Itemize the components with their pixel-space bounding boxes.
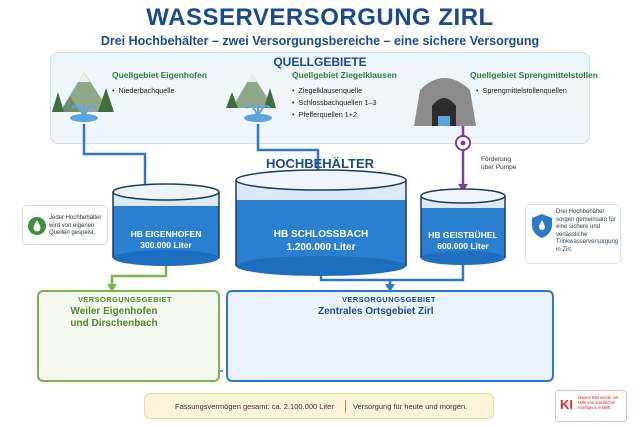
ai-note: Dieses Bild wurde mit Hilfe von künstlic… <box>578 395 619 410</box>
supply-zone-left <box>37 290 220 382</box>
supply-zone-right <box>226 290 554 382</box>
pump-label: Förderung über Pumpe <box>481 156 517 171</box>
capacity-text: Fassungsvermögen gesamt: ca. 2.100.000 L… <box>175 402 334 411</box>
tank-label-schlossbach: HB SCHLOSSBACH 1.200.000 Liter <box>236 228 406 254</box>
tank-volume: 1.200.000 Liter <box>286 242 356 253</box>
pump-icon <box>455 135 471 151</box>
zone-caption-right: VERSORGUNGSGEBIET <box>342 295 436 304</box>
cave-tunnel-icon <box>414 78 476 126</box>
spring-fountain-icon <box>70 104 98 122</box>
note-right-text: Drei Hochbehälter sorgen gemeinsam für e… <box>556 209 619 253</box>
source-name-ziegelklausen: Quellgebiet Ziegelklausen <box>292 70 397 80</box>
page-subtitle: Drei Hochbehälter – zwei Versorgungsbere… <box>100 34 540 48</box>
divider <box>345 400 346 413</box>
tank-name: HB SCHLOSSBACH <box>273 229 369 240</box>
list-item: Pfefferquellen 1+2 <box>292 109 376 121</box>
list-item: Schlossbachquellen 1–3 <box>292 97 377 109</box>
zone-name-left: Weiler Eigenhofen und Dirschenbach <box>70 306 158 329</box>
ai-mark: KI <box>560 397 573 412</box>
tank-name: HB EIGENHOFEN <box>130 229 202 239</box>
tank-schlossbach <box>235 169 407 276</box>
mountain-icon <box>226 74 276 108</box>
tank-label-eigenhofen: HB EIGENHOFEN 300.000 Liter <box>113 229 219 251</box>
tank-label-geistbuehel: HB GEISTBÜHEL 600.000 Liter <box>421 230 505 252</box>
source-name-sprengmittelstollen: Quellgebiet Sprengmittelstollen <box>470 70 598 80</box>
mountain-icon <box>52 72 114 112</box>
tagline-text: Versorgung für heute und morgen. <box>353 402 468 411</box>
source-name-eigenhofen: Quellgebiet Eigenhofen <box>112 70 207 80</box>
zone-caption-left: VERSORGUNGSGEBIET <box>78 295 172 304</box>
tank-volume: 300.000 Liter <box>140 240 192 250</box>
ai-disclosure-badge: KI Dieses Bild wurde mit Hilfe von künst… <box>555 390 627 422</box>
source-list-sprengmittelstollen: Sprengmittelstollenquellen <box>476 85 567 97</box>
page-title: WASSERVERSORGUNG ZIRL <box>146 4 494 31</box>
spring-fountain-icon <box>244 104 272 122</box>
note-left: Jeder Hochbehälter wird von eigenen Quel… <box>22 205 108 245</box>
shield-drop-icon <box>532 214 552 238</box>
tank-name: HB GEISTBÜHEL <box>428 230 498 240</box>
note-left-text: Jeder Hochbehälter wird von eigenen Quel… <box>49 215 102 236</box>
zone-name-right: Zentrales Ortsgebiet Zirl <box>318 306 434 317</box>
reservoirs-heading: HOCHBEHÄLTER <box>265 156 375 171</box>
water-drop-icon <box>28 217 46 235</box>
list-item: Niederbachquelle <box>112 85 175 97</box>
list-item: Ziegelklausenquelle <box>292 85 376 97</box>
note-right: Drei Hochbehälter sorgen gemeinsam für e… <box>525 204 621 264</box>
springs-title: QUELLGEBIETE <box>273 55 367 69</box>
source-list-eigenhofen: Niederbachquelle <box>112 85 175 97</box>
source-list-ziegelklausen: Ziegelklausenquelle Schlossbachquellen 1… <box>292 85 377 121</box>
tank-volume: 600.000 Liter <box>437 241 489 251</box>
list-item: Sprengmittelstollenquellen <box>476 85 567 97</box>
tank-geistbuehel <box>420 188 506 265</box>
tank-eigenhofen <box>112 183 220 266</box>
capacity-bar: Fassungsvermögen gesamt: ca. 2.100.000 L… <box>144 393 494 419</box>
